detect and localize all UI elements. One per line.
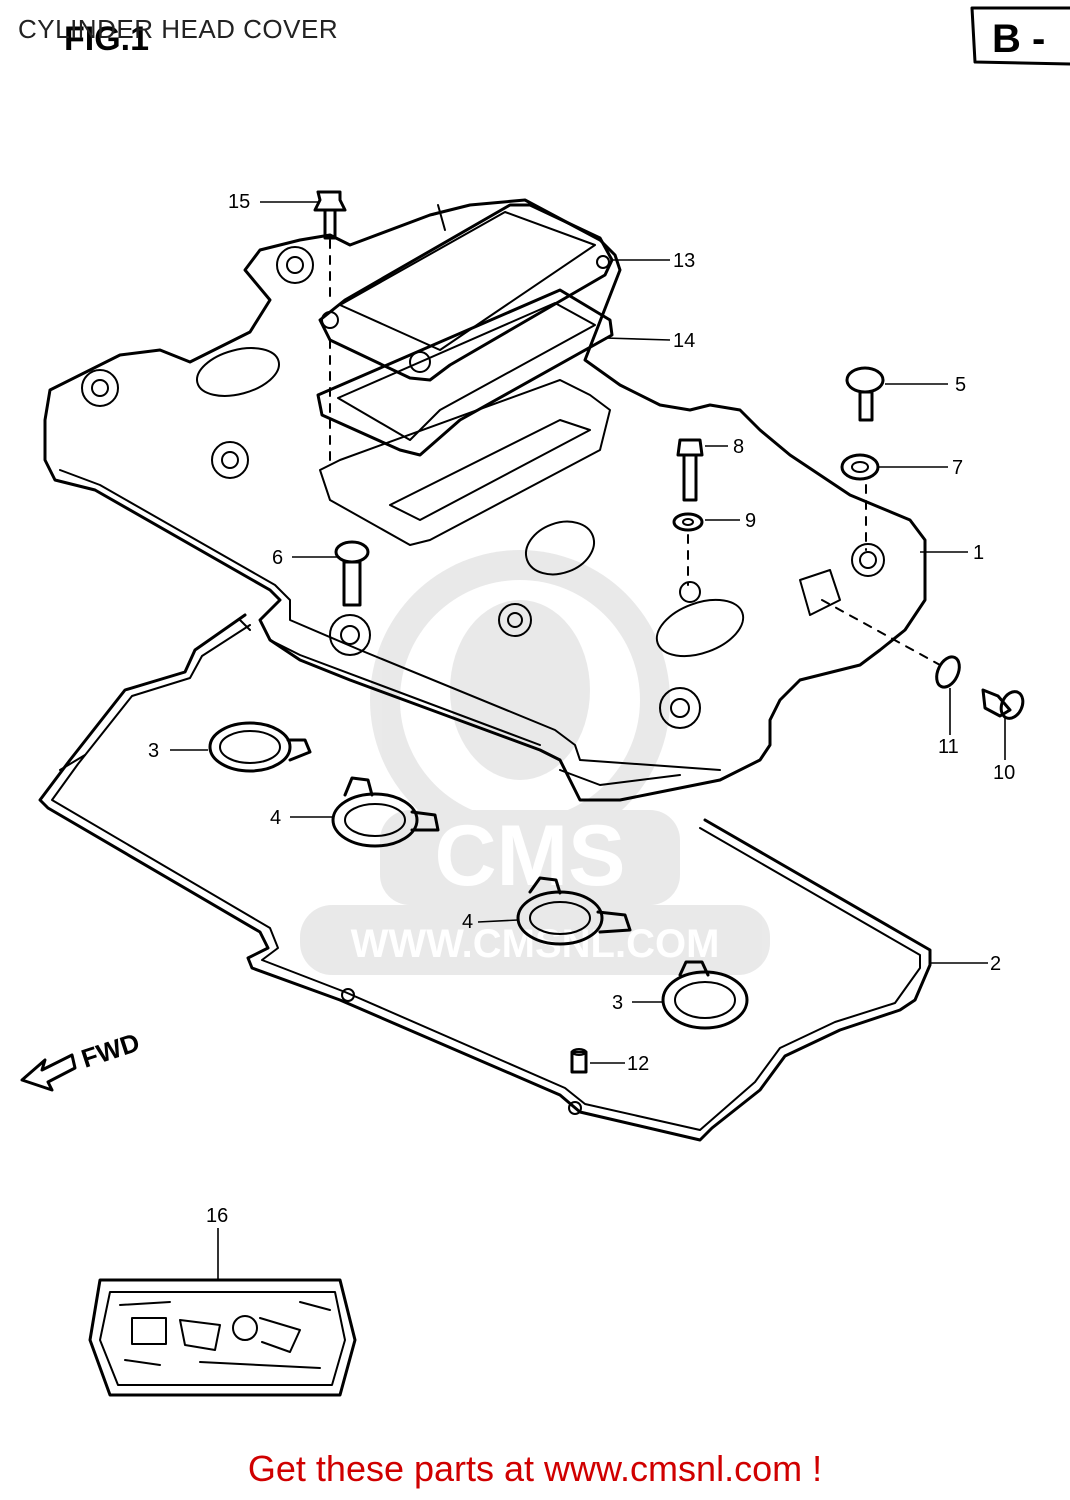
watermark-brand: CMS [434,808,625,904]
plug-gasket-4b [516,876,632,946]
section-tag-text: B - [992,17,1045,61]
fwd-arrow: FWD [20,1027,144,1092]
gasket-set-16 [88,1278,357,1397]
bolt-15 [313,190,347,461]
figure-label: FIG.1 [64,20,149,58]
watermark-brand-bg [380,810,680,905]
callout-3b: 3 [612,992,623,1014]
breather-cover [318,203,614,382]
callout-7: 7 [952,457,963,479]
gasket-11 [821,599,961,689]
pin-12 [570,1048,588,1074]
plug-gasket-3b [661,960,749,1030]
callout-5: 5 [955,374,966,396]
fwd-label: FWD [78,1027,144,1074]
watermark-url: WWW.CMSNL.COM [351,922,720,966]
callout-3a: 3 [148,740,159,762]
callout-1: 1 [973,542,984,564]
callout-13: 13 [673,250,695,272]
cover-gasket [38,613,932,1142]
callout-14: 14 [673,330,695,352]
plug-gasket-4a [331,776,440,848]
washer-9 [672,512,704,586]
leader-lines [170,201,1006,1280]
cylinder-head-cover [43,198,927,802]
breather-gasket [316,288,614,457]
callout-11: 11 [938,736,959,758]
callout-8: 8 [733,436,744,458]
callout-15: 15 [228,191,250,213]
plug-gasket-3a [208,721,312,773]
callout-9: 9 [745,510,756,532]
callout-12: 12 [627,1053,649,1075]
callout-4a: 4 [270,807,281,829]
callout-6: 6 [272,547,283,569]
bolt-8 [676,438,704,502]
callout-2: 2 [990,953,1001,975]
shop-link[interactable]: Get these parts at www.cmsnl.com ! [247,1448,823,1489]
page-title: CYLINDER HEAD COVER [18,14,339,44]
callout-16: 16 [206,1205,228,1227]
bolt-6 [334,540,370,607]
cap-7 [840,453,880,551]
plug-10 [981,688,1025,720]
watermark-figure [450,600,590,780]
section-tag: B - [970,6,1070,66]
callout-10: 10 [993,762,1015,784]
bolt-5 [845,366,885,422]
callouts: 15 13 14 5 8 7 9 1 6 11 10 3 4 4 2 3 12 … [148,191,1015,1227]
watermark: CMS WWW.CMSNL.COM [300,550,770,975]
callout-4b: 4 [462,911,473,933]
